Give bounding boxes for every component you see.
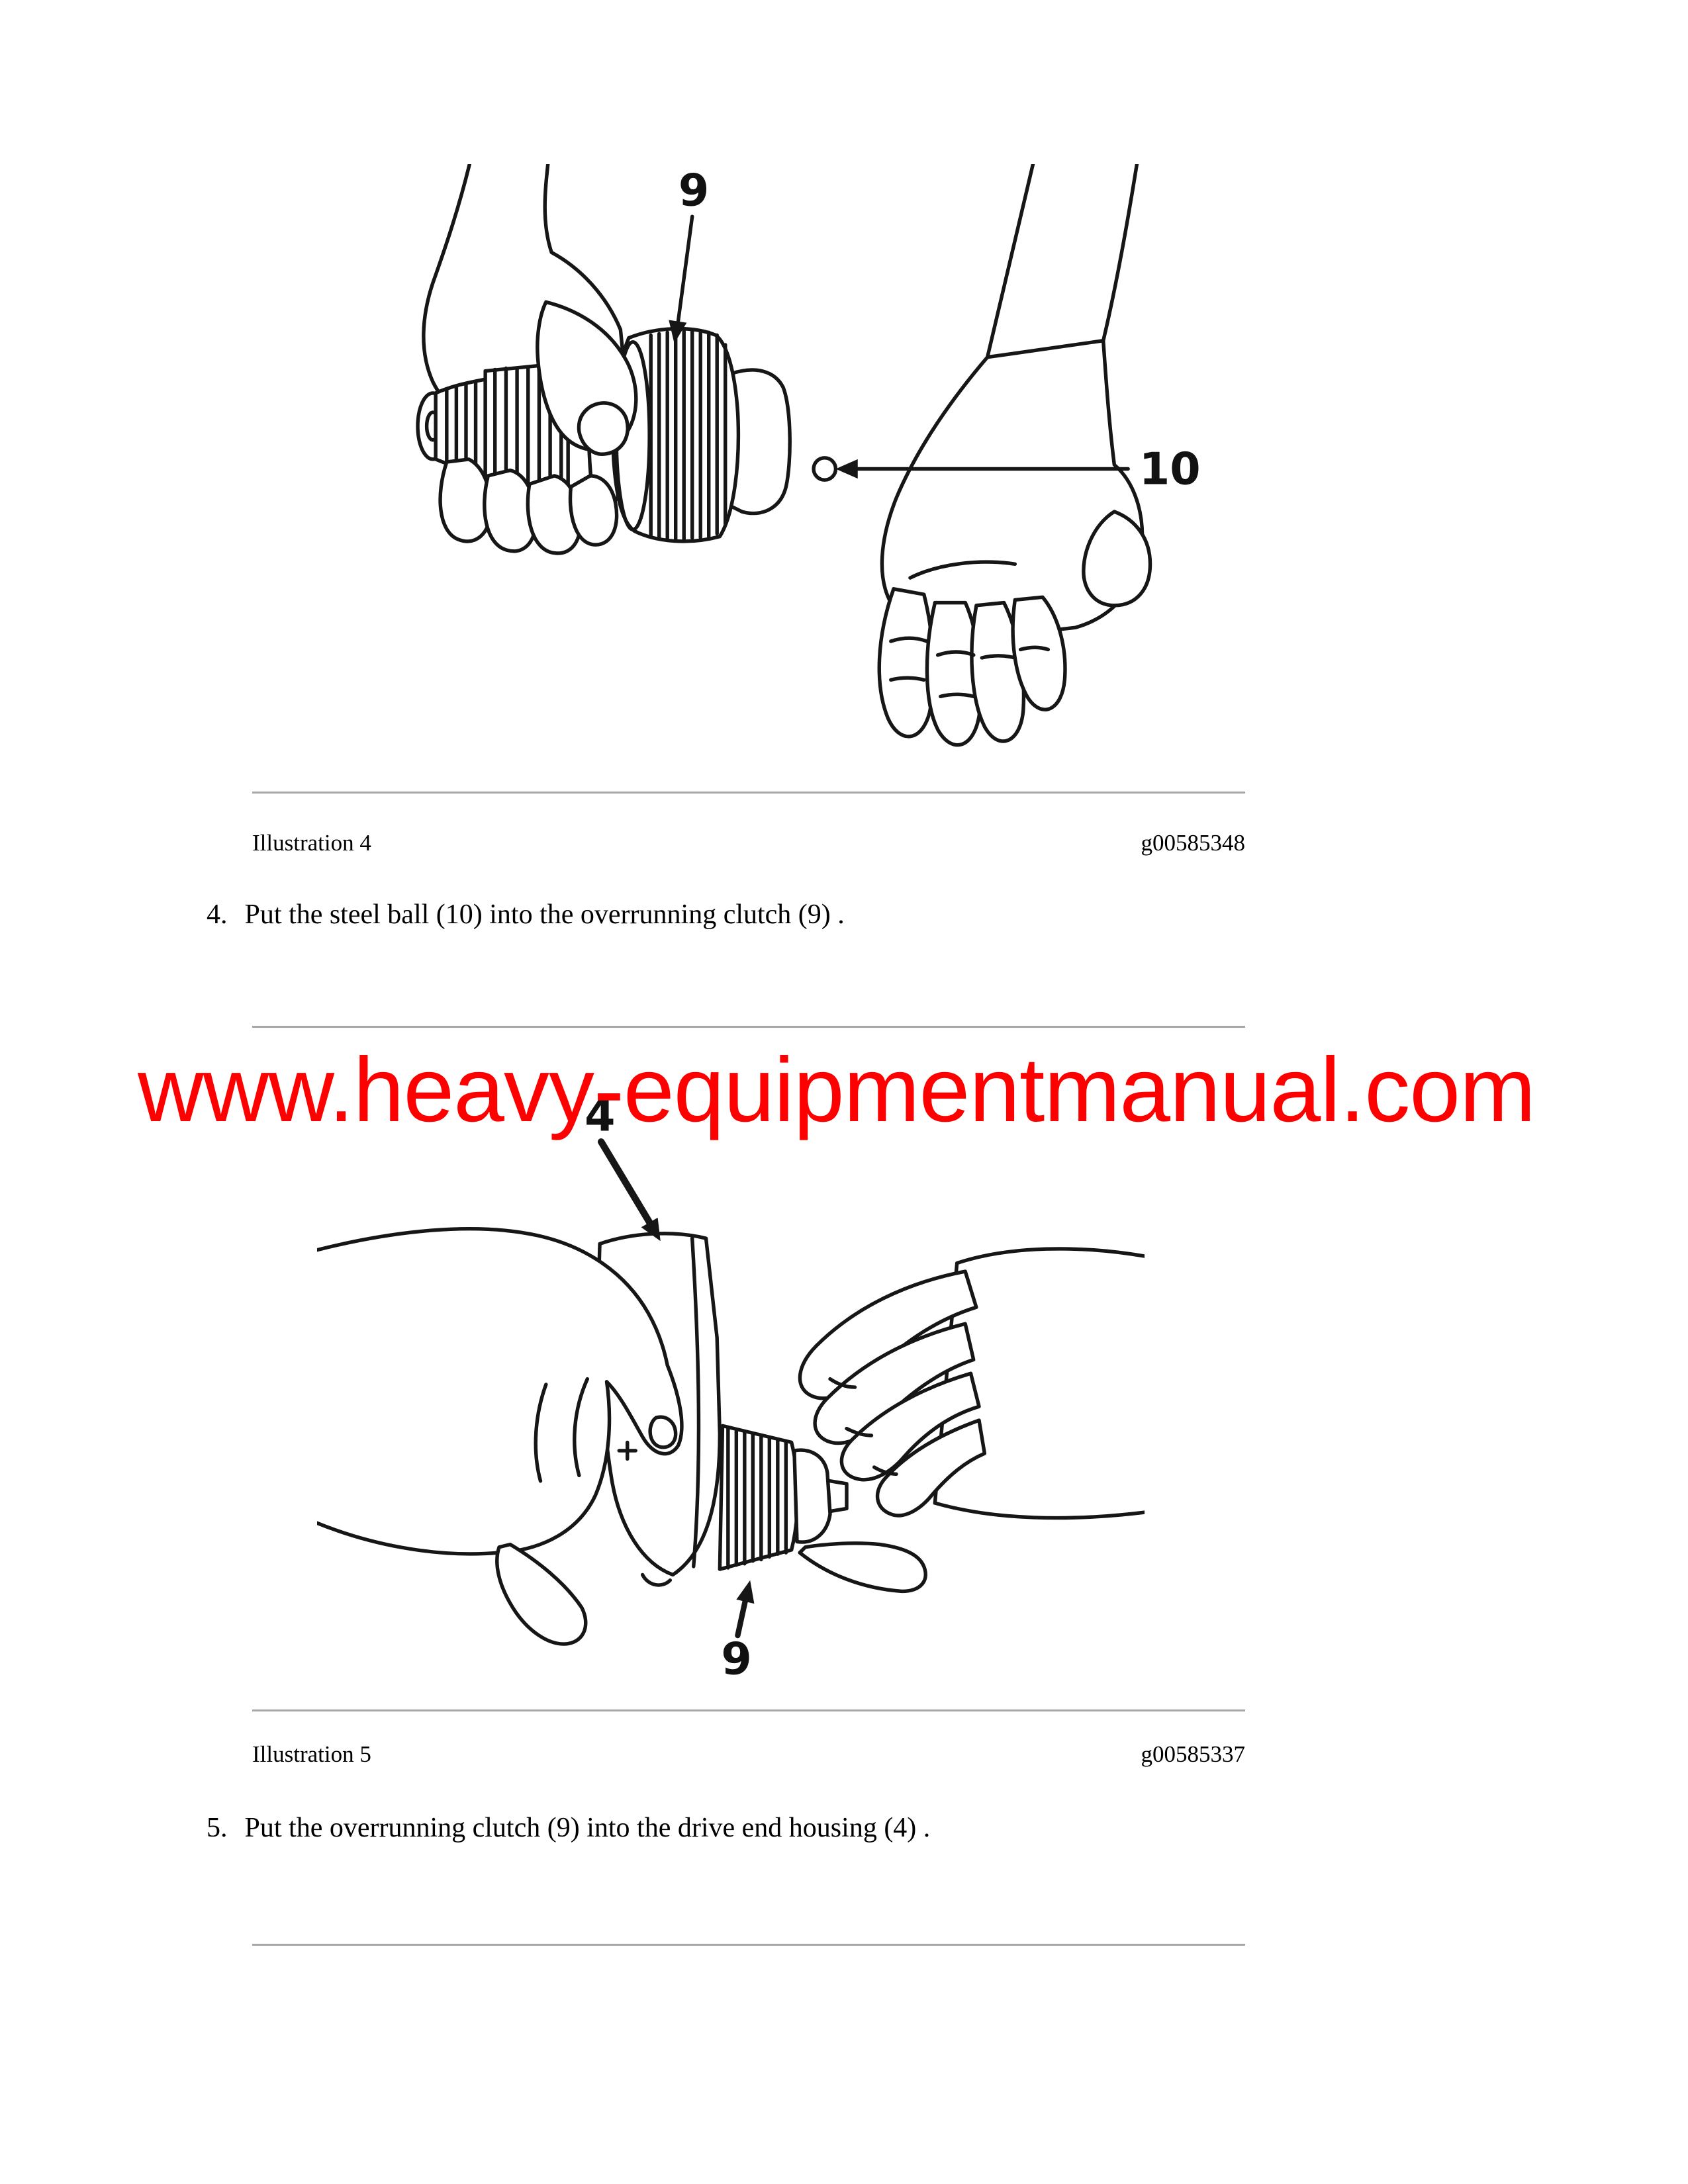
callout-label-4: 4 — [585, 1090, 615, 1142]
divider-line-1 — [252, 792, 1245, 794]
callout-label-9: 9 — [679, 165, 709, 216]
left-hand-drawing-2 — [317, 1227, 684, 1646]
callout-label-10: 10 — [1139, 443, 1201, 494]
right-hand-drawing — [877, 164, 1152, 747]
figure-caption-id-4: g00585348 — [1141, 830, 1246, 856]
steel-ball-drawing — [812, 456, 838, 482]
step-5-number: 5. — [207, 1813, 228, 1843]
callout-label-9-fig5: 9 — [721, 1633, 751, 1682]
figure-caption-row-5: Illustration 5 g00585337 — [252, 1741, 1245, 1768]
callout-10-fig4: 10 — [835, 443, 1201, 494]
divider-line-2 — [252, 1026, 1245, 1028]
figure-caption-id-5: g00585337 — [1141, 1741, 1246, 1767]
watermark: www.heavy-equipmentmanual.com — [138, 1039, 1536, 1141]
illustration-5-image: 4 9 — [317, 1090, 1145, 1682]
overrunning-clutch-gear-drawing-2 — [718, 1424, 849, 1571]
figure-caption-row-4: Illustration 4 g00585348 — [252, 829, 1245, 857]
illustration-4-image: 9 10 — [416, 164, 1201, 747]
right-hand-drawing-2 — [798, 1247, 1145, 1594]
callout-9-fig5: 9 — [721, 1580, 755, 1682]
callout-4-fig5: 4 — [585, 1090, 661, 1242]
figure-caption-label-4: Illustration 4 — [252, 830, 371, 856]
left-hand-fingers-drawing — [438, 300, 638, 555]
step-5-text: Put the overrunning clutch (9) into the … — [244, 1813, 931, 1843]
divider-line-4 — [252, 1944, 1245, 1946]
step-4-item: 4. Put the steel ball (10) into the over… — [207, 897, 1372, 933]
callout-9-fig4: 9 — [669, 165, 709, 343]
step-4-number: 4. — [207, 899, 228, 930]
step-4-text: Put the steel ball (10) into the overrun… — [244, 899, 845, 930]
divider-line-3 — [252, 1709, 1245, 1711]
overrunning-clutch-gear-drawing — [611, 326, 741, 543]
step-5-item: 5. Put the overrunning clutch (9) into t… — [207, 1811, 1372, 1846]
figure-caption-label-5: Illustration 5 — [252, 1741, 371, 1767]
